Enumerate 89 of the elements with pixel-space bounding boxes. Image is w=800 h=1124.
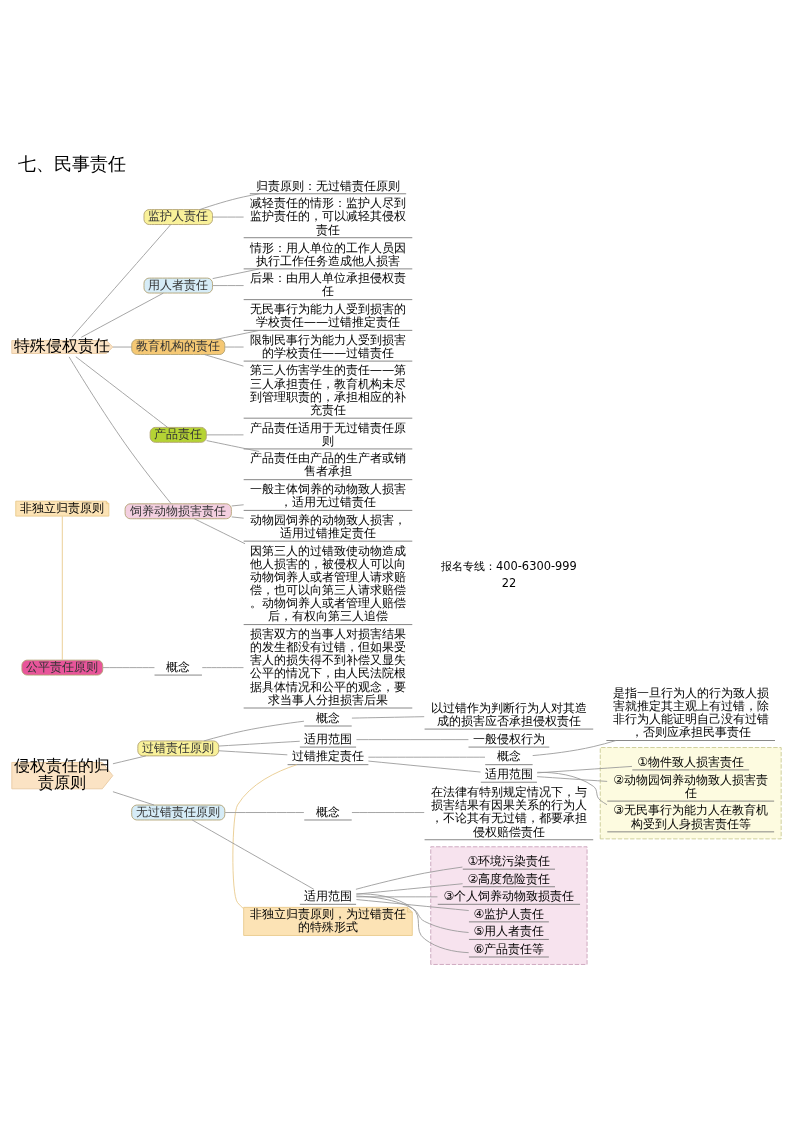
- node-text: 适用范围: [303, 731, 352, 746]
- label: 报名专线：400-6300-999: [441, 559, 577, 574]
- node-text: 是指一旦行为人的行为致人损害就推定其主观上有过错，除非行为人能证明自己没有过错，否则应承担民事责任: [612, 685, 769, 740]
- node-text: 产品责任适用于无过错责任原则: [249, 420, 406, 448]
- node-box: 饲养动物损害责任: [124, 503, 232, 520]
- connector: [102, 667, 155, 669]
- connector: [68, 356, 172, 504]
- node-box: 过错责任原则: [137, 740, 220, 757]
- connector: [206, 440, 260, 452]
- connector: [203, 720, 305, 742]
- connector: [204, 354, 244, 367]
- connector: [206, 434, 244, 436]
- connector: [532, 740, 617, 757]
- node-box: 无过错责任原则: [131, 804, 226, 821]
- node-text: 过错推定责任: [291, 749, 364, 764]
- connector: [367, 756, 486, 758]
- node-box: 产品责任: [149, 426, 207, 443]
- node-text: ③无民事行为能力人在教育机构受到人身损害责任等: [613, 803, 769, 831]
- connector: [367, 760, 481, 773]
- node-text: 一般侵权行为: [472, 731, 545, 746]
- diagram-title: 七、民事责任: [18, 154, 127, 175]
- node-text: ①环境污染责任: [467, 853, 551, 868]
- connector: [112, 791, 155, 806]
- node-text: ②动物园饲养动物致人损害责任: [613, 772, 769, 800]
- node-text: 概念: [166, 659, 191, 674]
- connector: [75, 356, 169, 428]
- connector: [193, 518, 246, 545]
- node-text: 概念: [496, 749, 521, 764]
- node-text: 以过错作为判断行为人对其造成的损害应否承担侵权责任: [430, 700, 587, 728]
- cluster: [430, 846, 588, 965]
- node-box: 用人者责任: [143, 277, 213, 294]
- connector: [214, 329, 260, 340]
- connector: [356, 739, 469, 741]
- connector: [112, 346, 132, 348]
- connector: [536, 765, 633, 774]
- node-text: 损害双方的当事人对损害结果的发生都没有过错，但如果受害人的损失得不到补偿又显失公平的情况下，由人民法院根据具体情况和公平的观念，要求当事人分担损害后果: [249, 626, 406, 707]
- connector: [80, 292, 164, 338]
- node-text: 一般主体饲养的动物致人损害，适用无过错责任: [249, 482, 406, 510]
- node-box: 教育机构的责任: [131, 339, 226, 355]
- node-text: 后果：由用人单位承担侵权责任: [249, 271, 406, 299]
- connector: [201, 667, 244, 669]
- node-text: 产品责任由产品的生产者或销售者承担: [249, 451, 406, 479]
- connector: [231, 516, 245, 519]
- connector: [232, 764, 298, 910]
- node-text: 适用范围: [303, 889, 352, 904]
- node-text: 概念: [315, 710, 340, 725]
- node-text: 因第三人的过错致使动物造成他人损害的，被侵权人可以向动物饲养人或者管理人请求赔偿，也可以向第三人请求赔偿。动物饲养人或者管理人赔偿后，有权向第三人追偿: [249, 543, 406, 624]
- connector: [355, 895, 470, 933]
- node-text: 情形：用人单位的工作人员因执行工作任务造成他人损害: [249, 240, 406, 268]
- node-text: ④监护人责任: [473, 906, 545, 921]
- node-text: ②高度危险责任: [467, 871, 551, 886]
- node-text: 归责原则：无过错责任原则: [255, 178, 400, 193]
- connector: [212, 285, 245, 286]
- node-text: 概念: [315, 804, 340, 819]
- connector: [71, 224, 172, 338]
- connector: [112, 755, 147, 765]
- connector: [218, 740, 301, 747]
- node-text: ⑥产品责任等: [473, 941, 545, 956]
- connector: [224, 346, 245, 348]
- node-text: ③个人饲养动物致损责任: [443, 889, 575, 904]
- node-text: 动物园饲养的动物致人损害，适用过错推定责任: [249, 512, 406, 540]
- connector: [356, 899, 470, 911]
- label: 22: [501, 576, 517, 591]
- connector: [351, 716, 425, 719]
- connector: [536, 771, 608, 806]
- node-label: 侵权责任的归: [14, 755, 111, 775]
- node-text: 无民事行为能力人受到损害的学校责任——过错推定责任: [249, 301, 406, 330]
- connector: [212, 216, 245, 218]
- connector: [355, 893, 470, 954]
- node-text: 第三人伤害学生的责任——第三人承担责任，教育机构未尽到管理职责的，承担相应的补充责任: [249, 363, 407, 417]
- connector: [355, 866, 463, 890]
- connector: [231, 504, 245, 507]
- connector: [212, 268, 260, 280]
- connector: [61, 515, 63, 661]
- connector: [536, 776, 608, 782]
- node-text: 减轻责任的情形：监护人尽到监护责任的，可以减轻其侵权责任: [249, 196, 406, 237]
- node-box: 公平责任原则: [21, 659, 104, 676]
- node-text: ①物件致人损害责任: [637, 754, 745, 769]
- connector: [199, 193, 260, 210]
- cluster: [599, 747, 782, 840]
- connector: [351, 812, 425, 813]
- node-text: ⑤用人者责任: [473, 924, 545, 939]
- node-text: 在法律有特别规定情况下，与损害结果有因果关系的行为人，不论其有无过错，都要承担侵权赔偿责任: [430, 785, 587, 839]
- connector: [191, 819, 315, 890]
- node-box: 监护人责任: [143, 209, 213, 225]
- node-text: 限制民事行为能力人受到损害的学校责任——过错责任: [249, 332, 406, 360]
- connector: [224, 812, 305, 813]
- connector: [218, 750, 288, 756]
- node-text: 适用范围: [484, 767, 533, 782]
